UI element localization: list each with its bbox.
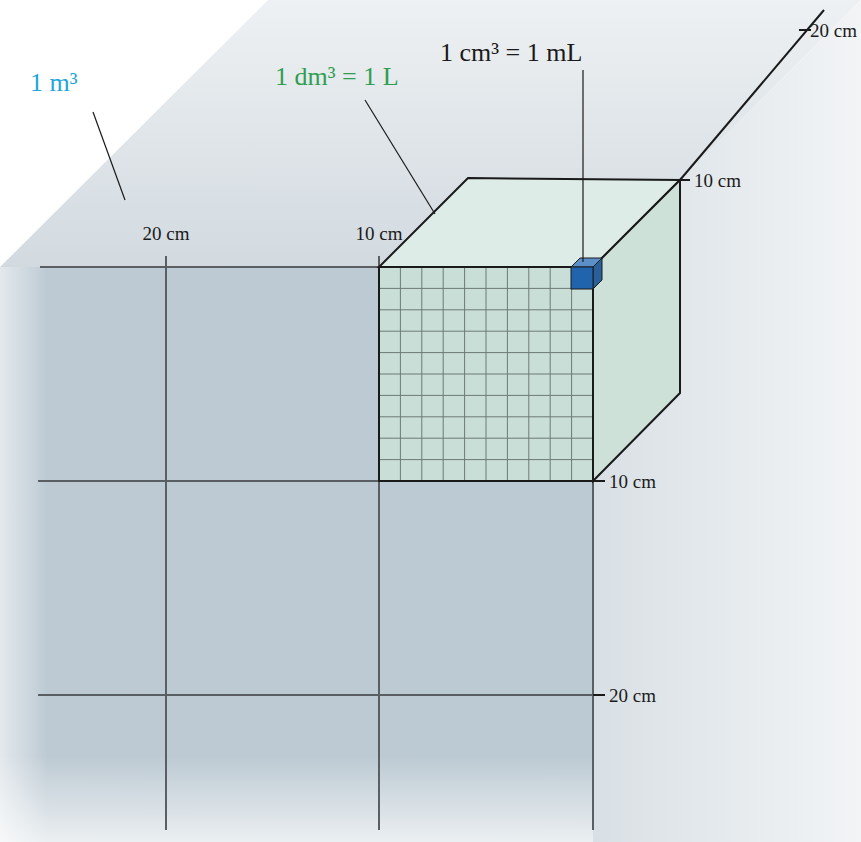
grid-line <box>379 331 593 332</box>
grid-line <box>379 416 593 417</box>
grid-line <box>379 288 593 289</box>
grid-line <box>379 374 593 375</box>
dimension-label: 10 cm <box>609 472 656 491</box>
m3-right-face <box>593 0 861 842</box>
cm3-right-face <box>593 258 602 289</box>
height-ticks <box>593 481 605 695</box>
dimension-label: 20 cm <box>810 21 857 40</box>
leader-lines <box>93 70 583 262</box>
dimension-label: 10 cm <box>356 224 403 243</box>
grid-line <box>379 459 593 460</box>
dm3-right-face <box>593 180 680 481</box>
dimension-label: 20 cm <box>609 686 656 705</box>
dimension-label: 20 cm <box>143 224 190 243</box>
m3-front-face <box>0 267 593 842</box>
dm3-grid <box>379 267 593 481</box>
volume-label: 1 cm³ = 1 mL <box>440 40 582 66</box>
volume-label: 1 m³ <box>30 70 78 96</box>
depth-axis <box>680 10 824 180</box>
dimension-label: 10 cm <box>694 171 741 190</box>
cm3-front-face <box>571 267 593 289</box>
volume-label: 1 dm³ = 1 L <box>275 64 399 90</box>
grid-line <box>379 352 593 353</box>
dm3-front-face <box>379 267 593 481</box>
m3-grid <box>38 256 593 830</box>
m3-front-fade <box>0 267 593 842</box>
grid-line <box>379 309 593 310</box>
grid-line <box>379 395 593 396</box>
dm3-front-outline <box>379 267 593 481</box>
grid-line <box>379 438 593 439</box>
